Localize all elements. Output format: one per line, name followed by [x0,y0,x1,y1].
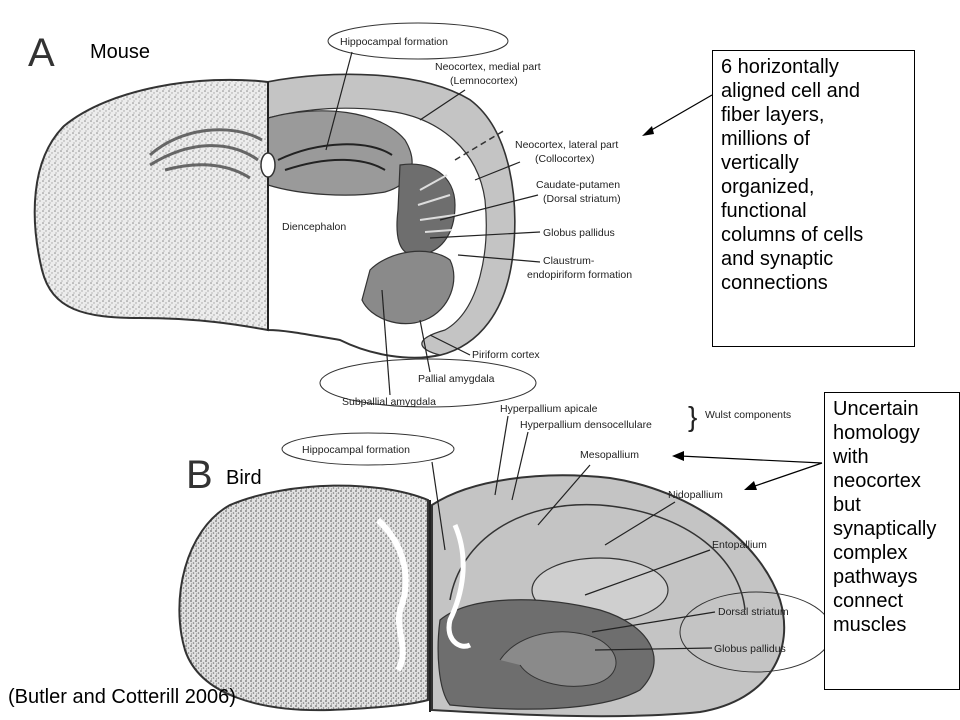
bird-right-ventricle [446,524,472,649]
mouse-neocortex [267,73,516,356]
note-b-arrow-mesopallium [679,455,823,464]
mouse-label-neo-medial-2: (Lemnocortex) [450,75,518,87]
mouse-leader-pallial-amygdala [419,319,431,373]
bird-label-wulst: Wulst components [705,409,791,421]
panel-a-letter: A [28,31,55,75]
note-b-arrow-nidopallium [751,462,823,488]
bird-leader-entopallium [584,549,711,596]
mouse-brain-section [33,73,516,359]
bird-leader-globus [594,647,713,651]
mouse-leader-neo-medial [419,89,466,121]
bird-label-globus: Globus pallidus [714,643,786,655]
bird-globus-pallidus [499,631,617,687]
mouse-ventricle [260,152,276,178]
note-b-arrowhead-nidopallium [744,481,757,490]
bird-leader-hyper-apicale [494,415,509,496]
mouse-label-globus: Globus pallidus [543,227,615,239]
mouse-label-diencephalon: Diencephalon [282,221,346,233]
mouse-label-piriform: Piriform cortex [472,349,540,361]
bird-label-nidopallium: Nidopallium [668,489,723,501]
mouse-label-neo-lateral-2: (Collocortex) [535,153,595,165]
bird-mesopallium-boundary [449,503,746,611]
bird-label-hyper-denso: Hyperpallium densocellulare [520,419,652,431]
mouse-leader-globus [429,231,541,239]
bird-label-entopallium: Entopallium [712,539,767,551]
mouse-caudate-putamen [396,163,456,256]
mouse-label-claustrum-2: endopiriform formation [527,269,632,281]
mouse-hippocampal-highlight [327,22,509,60]
mouse-amygdala [361,250,455,325]
mouse-leader-hippocampal [325,51,353,151]
mouse-label-neo-lateral-1: Neocortex, lateral part [515,139,618,151]
bird-brain-section [178,474,786,718]
bird-label-hippocampal: Hippocampal formation [302,444,410,456]
bird-left-ventricle [375,517,409,672]
mouse-label-subpallial-amygdala: Subpallial amygdala [342,396,436,408]
bird-label-hyper-apicale: Hyperpallium apicale [500,403,598,415]
mouse-left-hippocampus-lines [148,128,263,180]
mouse-leader-neo-lateral [474,161,521,181]
note-bird-homology: Uncertain homology with neocortex but sy… [824,392,960,690]
mouse-left-hemisphere [33,78,269,332]
mouse-label-claustrum-1: Claustrum- [543,255,595,267]
mouse-label-neo-medial-1: Neocortex, medial part [435,61,541,73]
mouse-label-pallial-amygdala: Pallial amygdala [418,373,495,385]
bird-label-mesopallium: Mesopallium [580,449,639,461]
note-a-arrow [647,94,713,133]
mouse-leader-subpallial-amygdala [381,289,391,396]
bird-leader-nidopallium [604,501,676,546]
mouse-label-caudate-1: Caudate-putamen [536,179,620,191]
mouse-leader-caudate [439,194,539,221]
note-b-arrowhead-mesopallium [672,451,684,461]
mouse-label-hippocampal: Hippocampal formation [340,36,448,48]
panel-a-species: Mouse [90,41,150,63]
bird-hippocampal-highlight [281,432,455,466]
mouse-label-caudate-2: (Dorsal striatum) [543,193,621,205]
bird-left-hemisphere [178,484,429,712]
bird-leader-mesopallium [537,464,591,526]
bird-leader-hippocampal [431,461,446,551]
panel-b-species: Bird [226,467,262,489]
mouse-leader-piriform [429,334,471,356]
mouse-striatal-fibers [417,174,456,233]
panel-b-letter: B [186,453,213,497]
bird-bracket: } [688,401,697,432]
bird-label-dorsal-striatum: Dorsal striatum [718,606,789,618]
note-a-arrowhead [642,126,654,136]
mouse-leader-claustrum [457,254,541,263]
mouse-hippocampus-lines [277,143,393,171]
bird-leader-hyper-denso [511,431,529,501]
note-neocortex-description: 6 horizontally aligned cell and fiber la… [712,50,915,347]
bird-leader-dorsal-striatum [591,611,716,633]
citation: (Butler and Cotterill 2006) [8,686,236,708]
